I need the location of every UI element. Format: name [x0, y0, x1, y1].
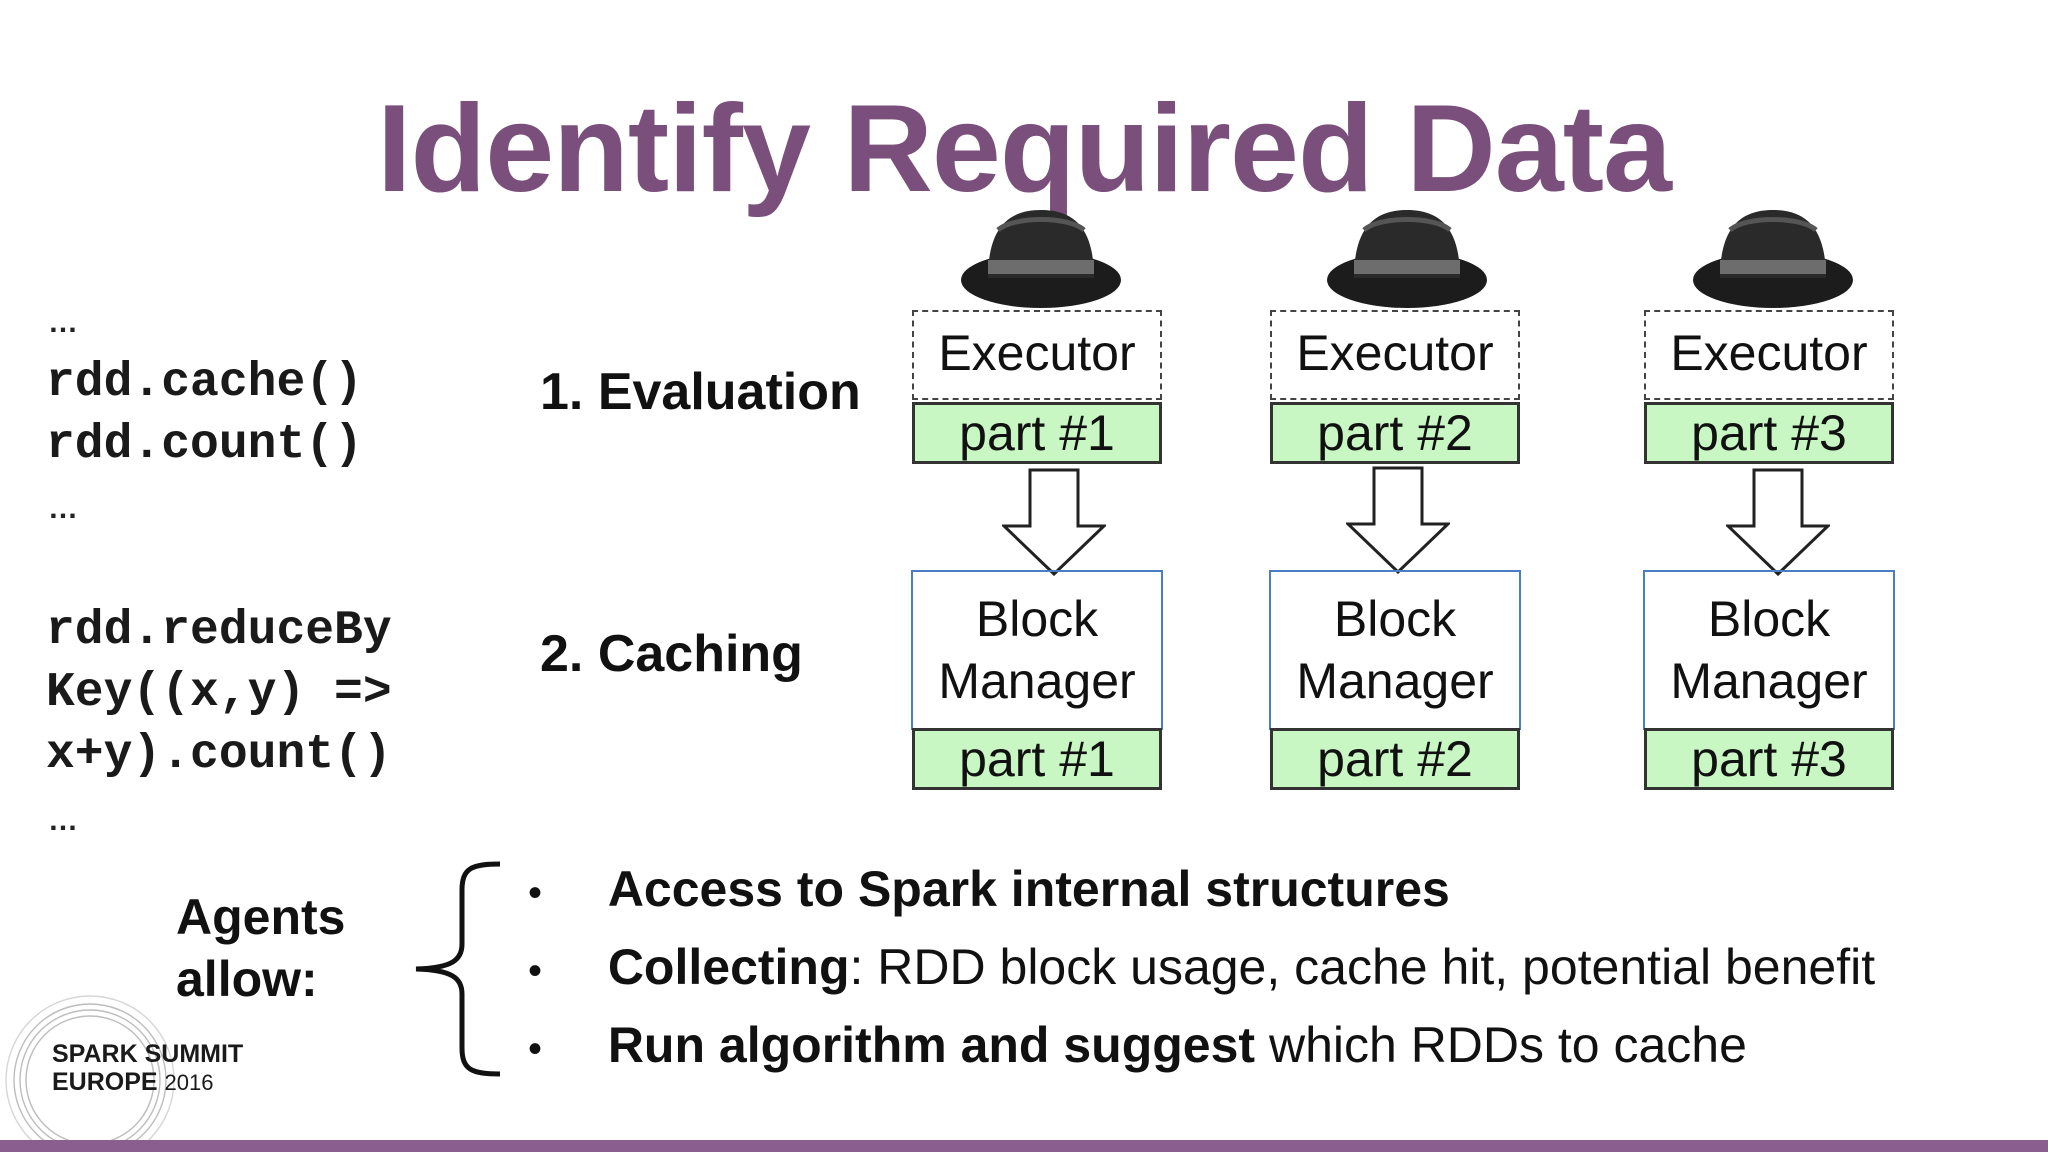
- code-ellipsis-mid: …: [48, 492, 78, 525]
- curly-brace-icon: [412, 860, 504, 1083]
- executor-part-2: part #2: [1270, 402, 1520, 464]
- executor-box-2: Executor: [1270, 310, 1520, 400]
- logo-year: 2016: [164, 1070, 214, 1095]
- code-line-cache: rdd.cache(): [46, 356, 363, 410]
- down-arrow-icon: [1000, 468, 1108, 581]
- down-arrow-icon: [1724, 468, 1832, 581]
- agents-label-line1: Agents: [176, 889, 346, 945]
- bullet-item-1: • Access to Spark internal structures: [528, 860, 1450, 918]
- footer-bar: [0, 1140, 2048, 1152]
- code-line-count2: x+y).count(): [46, 728, 392, 782]
- fedora-hat-icon: [1690, 208, 1856, 317]
- executor-part-1: part #1: [912, 402, 1162, 464]
- bullet-1-bold: Access to Spark internal structures: [607, 861, 1450, 917]
- block-manager-box-2: Block Manager: [1269, 570, 1521, 730]
- block-manager-part-3: part #3: [1644, 728, 1894, 790]
- bullet-dot: •: [528, 1027, 543, 1071]
- fedora-hat-icon: [1324, 208, 1490, 317]
- block-manager-label-1: Block: [975, 591, 1099, 647]
- block-manager-box-1: Block Manager: [911, 570, 1163, 730]
- code-line-key: Key((x,y) =>: [46, 666, 392, 720]
- bullet-item-2: • Collecting: RDD block usage, cache hit…: [528, 938, 1875, 996]
- spark-summit-logo: SPARK SUMMIT EUROPE 2016: [52, 1040, 243, 1097]
- logo-line2: EUROPE: [52, 1068, 158, 1096]
- down-arrow-icon: [1344, 466, 1452, 579]
- step-caching: 2. Caching: [540, 625, 803, 683]
- logo-line1: SPARK SUMMIT: [52, 1040, 244, 1068]
- block-manager-box-3: Block Manager: [1643, 570, 1895, 730]
- block-manager-label-1: Block: [1707, 591, 1831, 647]
- fedora-hat-icon: [958, 208, 1124, 317]
- code-ellipsis-bottom: …: [48, 804, 78, 837]
- block-manager-label-2: Manager: [1670, 653, 1868, 709]
- step-evaluation: 1. Evaluation: [540, 363, 861, 421]
- agents-label-line2: allow:: [176, 951, 318, 1007]
- block-manager-label-2: Manager: [1296, 653, 1494, 709]
- executor-box-3: Executor: [1644, 310, 1894, 400]
- bullet-3-bold: Run algorithm and suggest: [607, 1017, 1256, 1073]
- bullet-2-bold: Collecting: [607, 939, 850, 995]
- block-manager-label-1: Block: [1333, 591, 1457, 647]
- code-line-count: rdd.count(): [46, 418, 363, 472]
- bullet-dot: •: [528, 949, 543, 993]
- bullet-dot: •: [528, 871, 543, 915]
- code-ellipsis-top: …: [48, 306, 78, 339]
- bullet-3-rest: which RDDs to cache: [1255, 1017, 1747, 1073]
- executor-part-3: part #3: [1644, 402, 1894, 464]
- block-manager-part-1: part #1: [912, 728, 1162, 790]
- bullet-item-3: • Run algorithm and suggest which RDDs t…: [528, 1016, 1747, 1074]
- agents-label: Agents allow:: [176, 886, 345, 1010]
- bullet-2-rest: : RDD block usage, cache hit, potential …: [849, 939, 1876, 995]
- executor-box-1: Executor: [912, 310, 1162, 400]
- block-manager-label-2: Manager: [938, 653, 1136, 709]
- block-manager-part-2: part #2: [1270, 728, 1520, 790]
- slide-title: Identify Required Data: [377, 80, 1672, 218]
- code-line-reduceby: rdd.reduceBy: [46, 604, 392, 658]
